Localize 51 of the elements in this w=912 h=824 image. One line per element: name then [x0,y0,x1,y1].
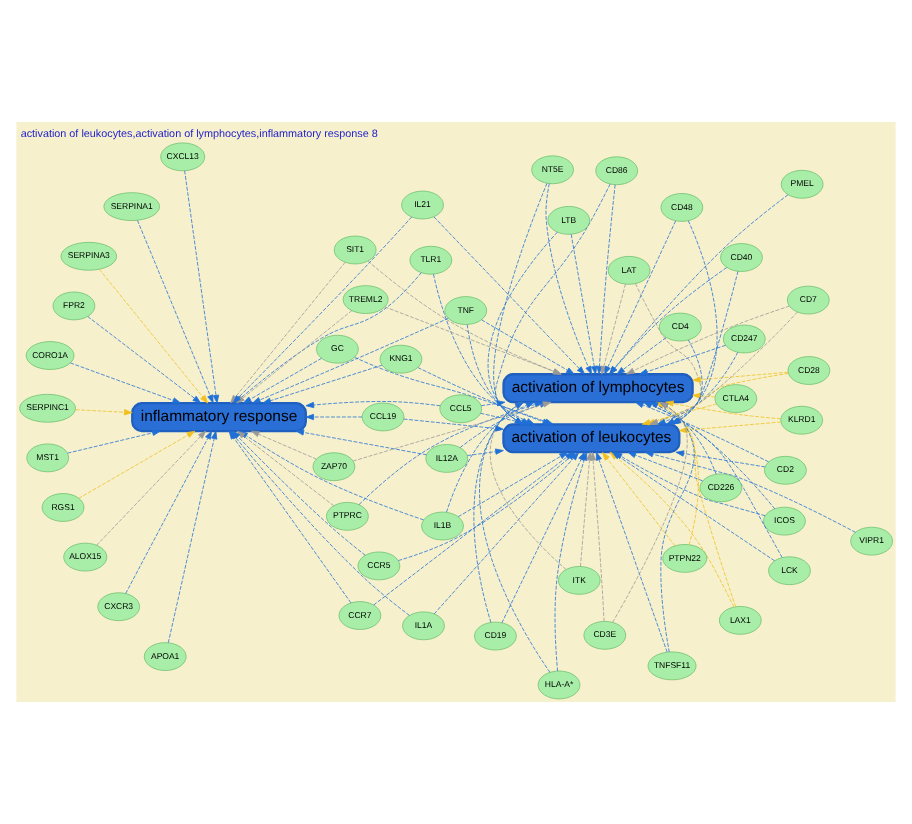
arrow [243,357,322,404]
arrow [481,319,575,375]
arrow [672,339,703,425]
arrow [473,401,524,623]
arrow [167,430,218,644]
arrow [125,430,212,594]
arrow [670,220,718,425]
node-box: activation of leukocytes [502,423,681,454]
arrow [659,401,695,653]
arrow [644,451,856,533]
arrow [433,216,585,375]
arrow [467,448,504,456]
arrow [679,421,782,434]
arrow [373,451,574,606]
arrow [262,364,383,404]
arrow [75,409,133,416]
arrow [99,269,209,404]
node-box: inflammatory response [131,402,307,433]
arrow [70,362,181,404]
arrow [570,234,598,375]
arrow [626,305,790,375]
arrow [305,401,441,409]
arrow [78,430,196,499]
arrow [87,316,202,404]
arrow [616,337,667,375]
node-box: activation of lymphocytes [502,373,694,404]
arrow [295,429,427,456]
arrow [305,413,363,421]
arrow [692,371,789,383]
arrow [666,270,739,425]
arrow [367,260,562,375]
arrow [403,418,504,432]
arrow [639,344,726,375]
arrow [137,220,214,404]
arrow [659,401,699,546]
arrow [250,430,317,460]
arrow [590,452,605,622]
arrow [627,451,703,482]
arrow [184,170,220,404]
arrow [358,401,544,505]
arrow [545,183,592,375]
arrow [692,392,716,399]
arrow [649,311,798,425]
arrow [96,430,207,546]
arrow [665,400,781,420]
arrow [67,429,161,454]
arrow [458,451,568,517]
arrow [252,317,449,404]
arrow [480,400,506,407]
arrow [384,306,562,375]
arrow [675,450,766,468]
